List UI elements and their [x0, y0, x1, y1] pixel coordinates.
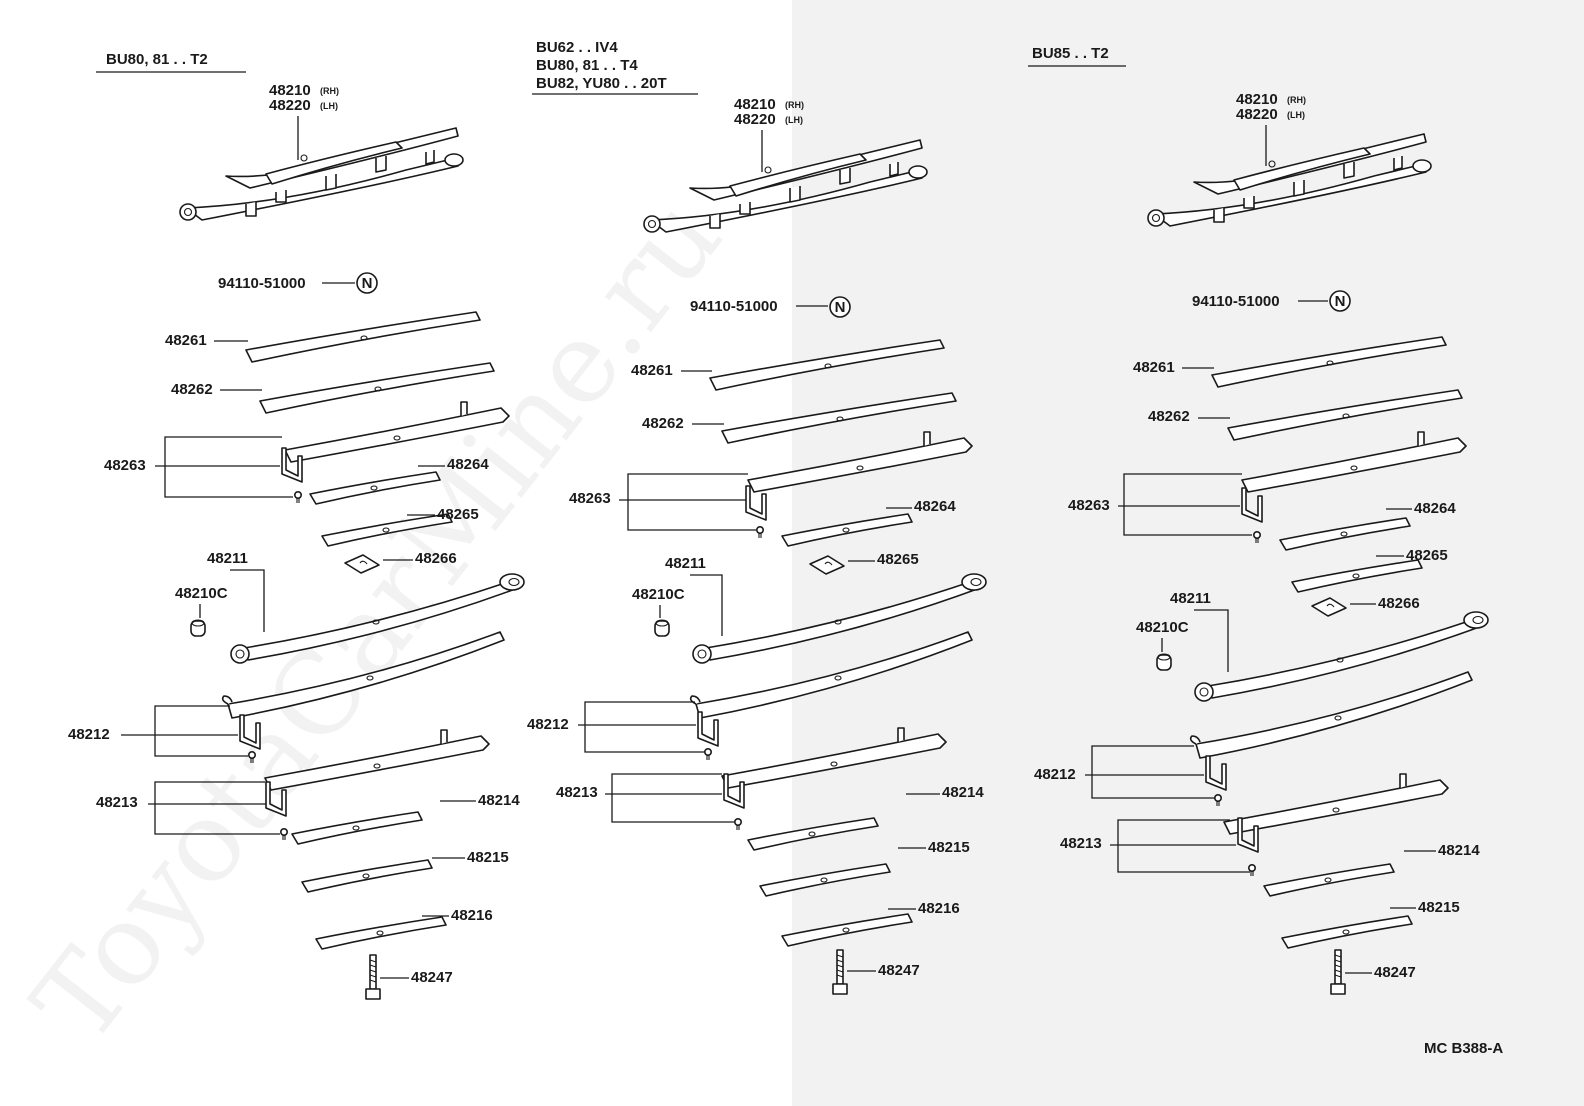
column-1: BU80, 81 . . T2 48210 (RH) 48220 (LH) 94… [68, 51, 525, 1000]
col3-assembly-lh-suffix: (LH) [1287, 110, 1305, 120]
col2-label-48264[interactable]: 48264 [914, 498, 956, 515]
col3-label-48247[interactable]: 48247 [1374, 964, 1416, 981]
col2-assembly-lh[interactable]: 48220 [734, 111, 776, 128]
col2-bolt-48263 [755, 525, 765, 539]
col2-label-48261[interactable]: 48261 [631, 362, 673, 379]
col1-leaf-48261 [245, 311, 481, 363]
col2-header-line-2: BU80, 81 . . T4 [536, 57, 638, 74]
col1-assembly-rh[interactable]: 48210 [269, 82, 311, 99]
col1-label-48216[interactable]: 48216 [451, 907, 493, 924]
column-2: BU62 . . IV4 BU80, 81 . . T4 BU82, YU80 … [527, 39, 987, 995]
col3-label-48210c[interactable]: 48210C [1136, 619, 1189, 636]
col1-label-48212[interactable]: 48212 [68, 726, 110, 743]
col2-label-48262[interactable]: 48262 [642, 415, 684, 432]
col3-header: BU85 . . T2 [1032, 45, 1109, 62]
col2-label-48216[interactable]: 48216 [918, 900, 960, 917]
svg-text:N: N [362, 275, 373, 292]
col2-n-symbol-icon [829, 296, 851, 318]
col2-label-48210c[interactable]: 48210C [632, 586, 685, 603]
col3-label-48264[interactable]: 48264 [1414, 500, 1456, 517]
col3-label-48214[interactable]: 48214 [1438, 842, 1480, 859]
col3-assembly-lh[interactable]: 48220 [1236, 106, 1278, 123]
col2-bolt-48213 [733, 817, 743, 831]
col1-label-48264[interactable]: 48264 [447, 456, 489, 473]
col1-n-symbol-icon [356, 272, 378, 294]
col1-center-bolt-48247 [365, 954, 381, 1000]
col1-leaf-48215 [301, 859, 433, 893]
col1-label-48213[interactable]: 48213 [96, 794, 138, 811]
col1-leaf-48262 [259, 362, 495, 414]
col3-label-48263[interactable]: 48263 [1068, 497, 1110, 514]
col1-leaf-48216 [315, 916, 447, 950]
col3-label-48266[interactable]: 48266 [1378, 595, 1420, 612]
col3-assembly-rh-suffix: (RH) [1287, 95, 1306, 105]
col3-n-symbol-icon [1329, 290, 1351, 312]
col2-label-48212[interactable]: 48212 [527, 716, 569, 733]
right-panel-shading [792, 0, 1584, 1106]
diagram-code: MC B388-A [1424, 1040, 1503, 1057]
col1-bolt-48263 [293, 490, 303, 504]
col3-label-48213[interactable]: 48213 [1060, 835, 1102, 852]
col1-header: BU80, 81 . . T2 [106, 51, 208, 68]
col3-label-48262[interactable]: 48262 [1148, 408, 1190, 425]
col2-bushing-48210c [654, 619, 670, 637]
col1-spring-assembly [179, 127, 464, 221]
col2-label-48214[interactable]: 48214 [942, 784, 984, 801]
col1-label-48211[interactable]: 48211 [207, 550, 248, 567]
col1-n-part[interactable]: 94110-51000 [218, 275, 306, 292]
col1-bushing-48210c [190, 619, 206, 637]
col1-assembly-lh[interactable]: 48220 [269, 97, 311, 114]
col2-label-48211[interactable]: 48211 [665, 555, 706, 572]
col1-label-48262[interactable]: 48262 [171, 381, 213, 398]
col1-label-48215[interactable]: 48215 [467, 849, 509, 866]
svg-text:N: N [835, 299, 846, 316]
col1-label-48263[interactable]: 48263 [104, 457, 146, 474]
col1-label-48266[interactable]: 48266 [415, 550, 457, 567]
col2-bolt-48212 [703, 747, 713, 761]
col3-assembly-rh[interactable]: 48210 [1236, 91, 1278, 108]
col3-label-48261[interactable]: 48261 [1133, 359, 1175, 376]
col2-assembly-rh-suffix: (RH) [785, 100, 804, 110]
col1-assembly-rh-suffix: (RH) [320, 86, 339, 96]
col1-label-48265[interactable]: 48265 [437, 506, 479, 523]
col2-n-part[interactable]: 94110-51000 [690, 298, 778, 315]
col2-label-48215[interactable]: 48215 [928, 839, 970, 856]
col2-assembly-lh-suffix: (LH) [785, 115, 803, 125]
column-3: BU85 . . T2 48210 (RH) 48220 (LH) 94110-… [1028, 45, 1489, 995]
col1-label-48261[interactable]: 48261 [165, 332, 207, 349]
svg-text:N: N [1335, 293, 1346, 310]
col3-bushing-48210c [1156, 653, 1172, 671]
col2-header-line-3: BU82, YU80 . . 20T [536, 75, 667, 92]
col3-label-48215[interactable]: 48215 [1418, 899, 1460, 916]
col1-leaf-48214 [291, 811, 423, 845]
col3-label-48265[interactable]: 48265 [1406, 547, 1448, 564]
col1-label-48247[interactable]: 48247 [411, 969, 453, 986]
col1-label-48210c[interactable]: 48210C [175, 585, 228, 602]
col2-header-line-1: BU62 . . IV4 [536, 39, 618, 56]
col2-label-48263[interactable]: 48263 [569, 490, 611, 507]
col2-label-48213[interactable]: 48213 [556, 784, 598, 801]
col2-label-48265[interactable]: 48265 [877, 551, 919, 568]
col3-label-48212[interactable]: 48212 [1034, 766, 1076, 783]
col2-assembly-rh[interactable]: 48210 [734, 96, 776, 113]
col1-label-48214[interactable]: 48214 [478, 792, 520, 809]
col3-label-48211[interactable]: 48211 [1170, 590, 1211, 607]
col1-assembly-lh-suffix: (LH) [320, 101, 338, 111]
col2-label-48247[interactable]: 48247 [878, 962, 920, 979]
col3-n-part[interactable]: 94110-51000 [1192, 293, 1280, 310]
